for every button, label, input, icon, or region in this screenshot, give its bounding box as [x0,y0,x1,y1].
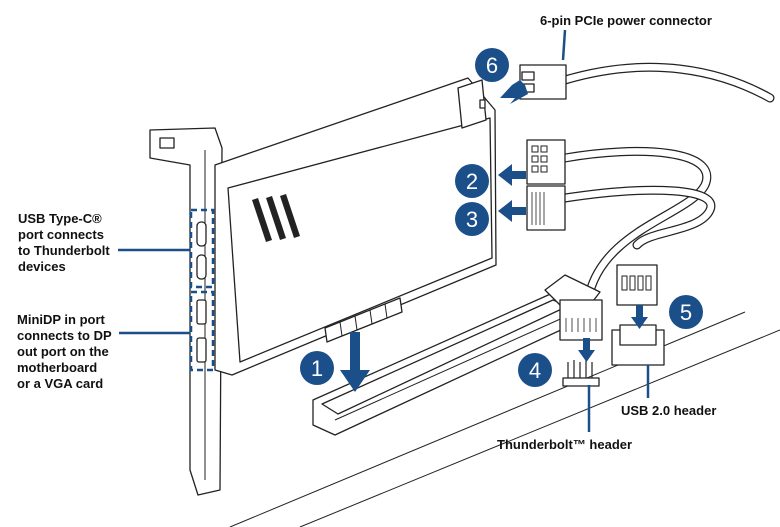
step-badge-6: 6 [475,48,509,82]
svg-text:5: 5 [680,300,692,325]
thunderbolt-header-label: Thunderbolt™ header [497,437,633,452]
minidp-port-icon [196,299,207,325]
usb2-cable-connector [616,264,658,306]
step-badge-4: 4 [518,353,552,387]
arrow-icon [340,332,370,392]
usb-c-port-icon [196,254,207,280]
minidp-port-icon [196,337,207,363]
io-bracket [149,127,223,496]
heatsink-fins [252,194,300,242]
arrow-icon [631,305,648,329]
gold-fingers [324,297,403,343]
svg-text:4: 4 [529,358,541,383]
usb-type-c-label: USB Type-C® port connects to Thunderbolt… [18,211,110,274]
usb-c-port-icon [196,221,207,247]
thunderbolt-header-pins [562,360,600,387]
thunderbolt-card [214,77,497,376]
arrow-icon [498,200,526,222]
thunderbolt-cable-connector-2 [526,139,566,185]
pcie-power-label: 6-pin PCIe power connector [540,13,712,28]
step-badge-2: 2 [455,164,489,198]
svg-text:3: 3 [466,207,478,232]
step-badge-5: 5 [669,295,703,329]
arrow-icon [578,338,595,362]
arrow-icon [500,80,528,104]
usb2-header-label: USB 2.0 header [621,403,717,418]
usb2-header [611,324,665,366]
cables [560,62,775,305]
minidp-label: MiniDP in port connects to DP out port o… [17,312,112,391]
step-badge-3: 3 [455,202,489,236]
svg-text:2: 2 [466,169,478,194]
svg-text:6: 6 [486,53,498,78]
svg-text:1: 1 [311,356,323,381]
thunderbolt-header-connector [544,274,603,341]
step-badge-1: 1 [300,351,334,385]
thunderbolt-cable-connector-3 [526,185,566,231]
minidp-highlight-box [189,290,215,372]
usb-c-highlight-box [189,208,215,289]
pcie-power-pointer [561,29,567,61]
arrow-icon [498,164,526,186]
